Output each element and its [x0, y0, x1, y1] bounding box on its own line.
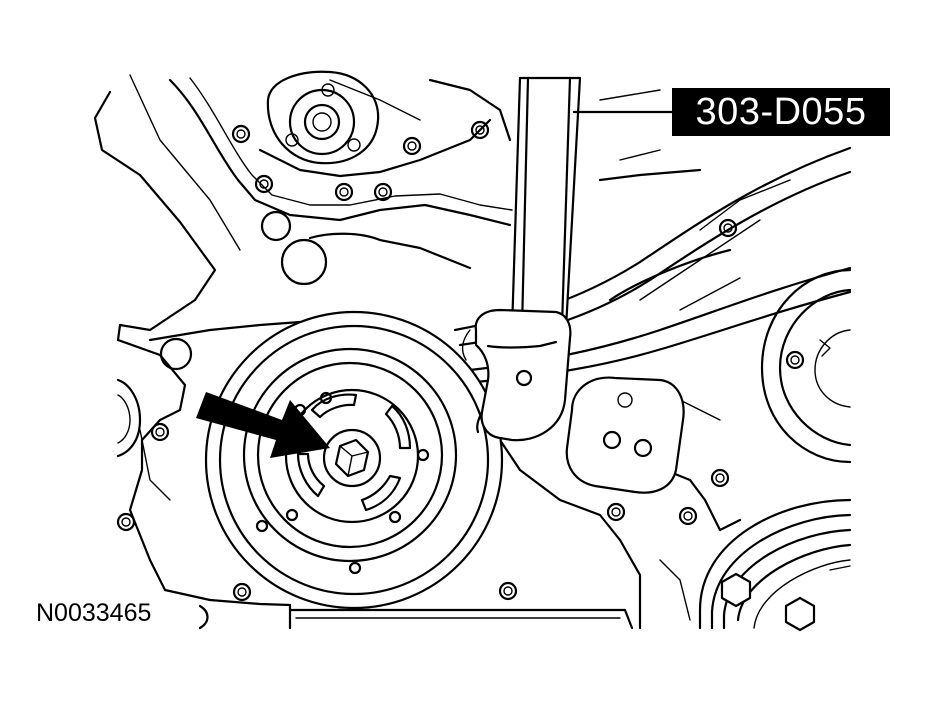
belt-tensioner [565, 376, 685, 494]
accessory-pulley-lower [678, 468, 852, 632]
left-pulley-edge [116, 378, 142, 458]
engine-front-cover [93, 74, 742, 630]
pointer-arrow [196, 392, 330, 458]
figure-bracket [198, 604, 209, 630]
cover-bolts-upper [231, 120, 738, 238]
cover-plugs [159, 210, 472, 371]
crankshaft-holding-tool [461, 76, 582, 442]
tool-callout-label: 303-D055 [672, 88, 890, 136]
idler-pulley-right [760, 268, 852, 464]
upper-idler-housing [258, 70, 492, 178]
figure-number: N0033465 [36, 599, 152, 627]
crankshaft-damper [204, 310, 504, 610]
cover-bolts-lower [116, 422, 626, 602]
